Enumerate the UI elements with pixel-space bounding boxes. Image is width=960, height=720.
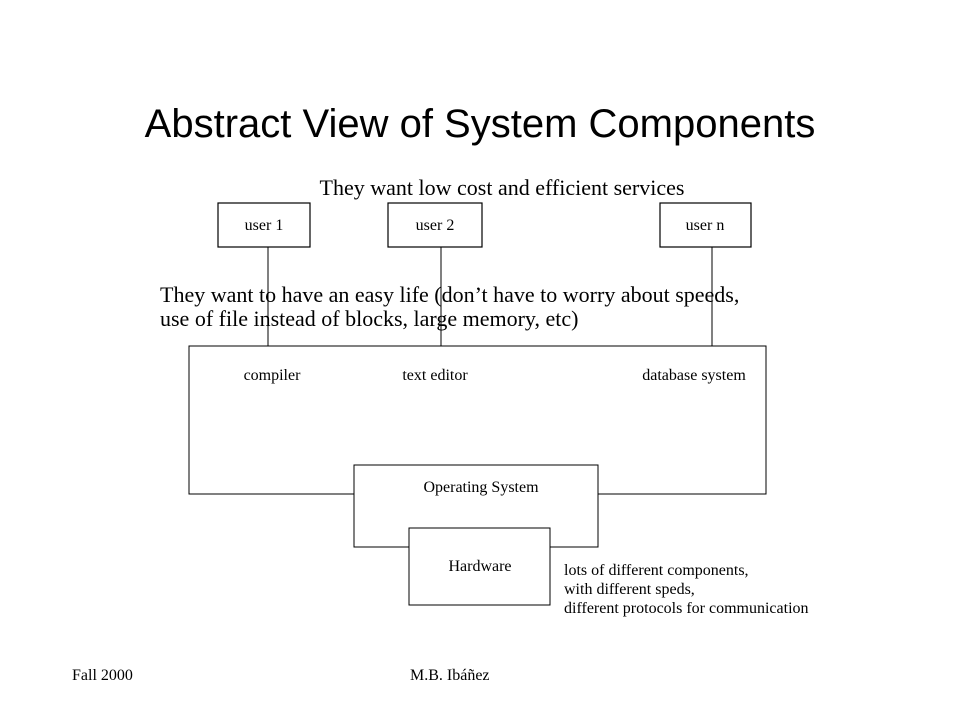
user-n-box	[659, 202, 752, 248]
user-1-node: user 1	[217, 202, 311, 248]
user-n-label: user n	[686, 217, 725, 234]
app-compiler-label: compiler	[244, 367, 302, 384]
hardware-label: Hardware	[448, 558, 511, 575]
hardware-box	[408, 527, 551, 606]
slide-title: Abstract View of System Components	[144, 102, 816, 146]
footer-left: Fall 2000	[72, 667, 133, 684]
app-database-system-label: database system	[642, 367, 746, 384]
application-layer-outline	[188, 345, 767, 495]
user-2-node: user 2	[387, 202, 483, 248]
hardware-note-line-3: different protocols for communication	[564, 600, 809, 617]
user-n-node: user n	[659, 202, 752, 248]
apps-caption-line-2: use of file instead of blocks, large mem…	[160, 306, 578, 331]
app-text-editor-label: text editor	[402, 367, 468, 384]
operating-system-label: Operating System	[423, 479, 539, 496]
hardware-note-line-1: lots of different components,	[564, 562, 749, 579]
user-1-box	[217, 202, 311, 248]
user-2-box	[387, 202, 483, 248]
hardware-note-line-2: with different speds,	[564, 581, 695, 598]
user-1-label: user 1	[245, 217, 284, 234]
user-2-label: user 2	[416, 217, 455, 234]
apps-caption-line-1: They want to have an easy life (don’t ha…	[160, 282, 739, 307]
users-caption: They want low cost and efficient service…	[320, 175, 685, 200]
footer-center: M.B. Ibáñez	[410, 667, 490, 684]
